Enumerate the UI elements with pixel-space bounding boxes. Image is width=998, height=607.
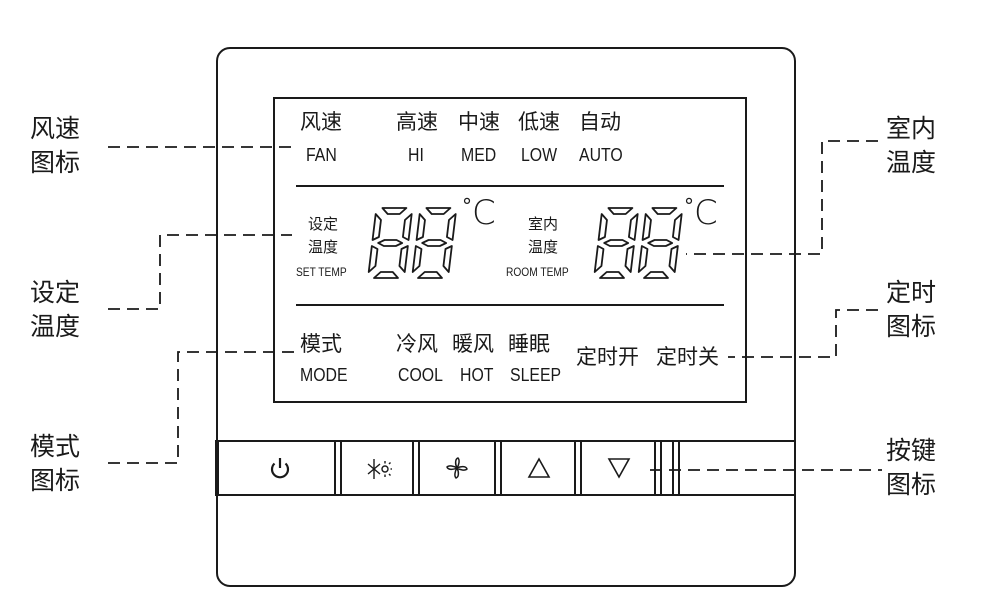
fan-icon <box>446 457 468 479</box>
callout-mode-icon: 模式图标 <box>30 432 81 495</box>
fan-label-cn: 风速 <box>300 110 342 134</box>
lcd-divider-bottom <box>296 304 724 306</box>
mode-cool-en: COOL <box>398 365 443 385</box>
room-temp-en: ROOM TEMP <box>506 265 569 279</box>
set-temp-en: SET TEMP <box>296 265 347 279</box>
power-icon <box>270 458 290 479</box>
speed-hi-cn: 高速 <box>396 110 438 134</box>
speed-low-en: LOW <box>521 145 558 165</box>
timer-on-label: 定时开 <box>576 345 639 369</box>
callout-button-icon: 按键图标 <box>886 436 937 499</box>
mode-hot-cn: 暖风 <box>452 332 494 356</box>
mode-hot-en: HOT <box>460 365 494 385</box>
thermostat-panel <box>216 47 796 587</box>
speed-hi-en: HI <box>408 145 424 165</box>
room-temp-cn-1: 室内 <box>528 215 559 233</box>
mode-sleep-en: SLEEP <box>510 365 562 385</box>
mode-label-cn: 模式 <box>300 332 342 356</box>
callout-set-temp: 设定温度 <box>30 278 81 341</box>
set-temp-cn-1: 设定 <box>308 215 339 233</box>
button-bar <box>216 440 796 496</box>
up-button[interactable] <box>504 446 574 490</box>
callout-timer-icon: 定时图标 <box>886 278 937 341</box>
room-temp-digits <box>593 207 683 279</box>
snowflake-sun-icon <box>367 459 392 479</box>
set-temp-unit: °C <box>462 193 496 233</box>
timer-off-label: 定时关 <box>656 345 719 369</box>
callout-room-temp: 室内温度 <box>886 114 937 177</box>
speed-med-en: MED <box>461 145 497 165</box>
speed-low-cn: 低速 <box>518 110 560 134</box>
up-triangle-icon <box>527 457 551 478</box>
down-triangle-icon <box>607 458 631 479</box>
set-temp-cn-2: 温度 <box>308 238 339 256</box>
lcd-screen <box>273 97 747 403</box>
speed-auto-en: AUTO <box>579 145 623 165</box>
lcd-divider-top <box>296 185 724 187</box>
room-temp-cn-2: 温度 <box>528 238 559 256</box>
mode-button[interactable] <box>344 446 412 490</box>
mode-label-en: MODE <box>300 365 348 385</box>
callout-fan-icon: 风速图标 <box>30 114 81 177</box>
set-temp-digits <box>367 207 457 279</box>
room-temp-unit: °C <box>684 193 718 233</box>
speed-med-cn: 中速 <box>458 110 500 134</box>
fan-label-en: FAN <box>306 145 337 165</box>
power-button[interactable] <box>240 446 320 490</box>
speed-auto-cn: 自动 <box>579 110 621 134</box>
mode-sleep-cn: 睡眠 <box>508 332 550 356</box>
fan-button[interactable] <box>422 446 492 490</box>
down-button[interactable] <box>584 446 654 490</box>
mode-cool-cn: 冷风 <box>396 332 438 356</box>
